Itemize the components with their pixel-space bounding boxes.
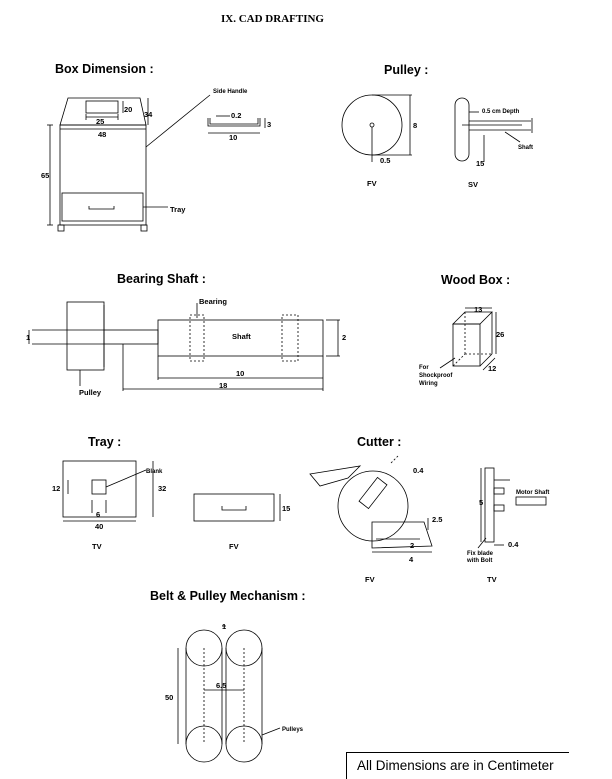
shaft-label: Shaft [232,332,251,341]
pulley-drawing [341,94,533,162]
cutter-dim-25: 2.5 [432,515,442,524]
side-handle-label: Side Handle [213,89,248,95]
cutter-drawing [309,455,547,553]
tray-dim-12: 12 [52,484,60,493]
wood-dim-12: 12 [488,364,496,373]
tray-title: Tray : [88,435,122,449]
pulley-depth-label: 0.5 cm Depth [482,109,520,115]
belt-dim-50: 50 [165,693,173,702]
handle-dim-10: 10 [229,133,237,142]
belt-dim-65: 6.5 [216,681,226,690]
wood-dim-26: 26 [496,330,504,339]
pulley-dim-15: 15 [476,159,484,168]
pulley-shaft-label: Shaft [518,145,533,151]
page-title: IX. CAD DRAFTING [221,13,324,25]
tray-dim-6: 6 [96,510,100,519]
cutter-dim-4: 4 [409,555,414,564]
box-dim-48: 48 [98,130,106,139]
footer-box: All Dimensions are in Centimeter [346,752,569,779]
tray-tv-label: TV [92,542,102,551]
tray-dim-40: 40 [95,522,103,531]
pulley-fv-label: FV [367,179,377,188]
box-dim-20: 20 [124,105,132,114]
bearing-pulley-label: Pulley [79,388,102,397]
fix-blade-label: Fix blade [467,551,494,557]
wood-box-title: Wood Box : [441,273,511,287]
tray-blank-label: Blank [146,469,163,475]
pulley-dim-8: 8 [413,121,417,130]
box-dim-25: 25 [96,117,104,126]
cutter-dim-2: 2 [410,541,414,550]
wood-dim-13: 13 [474,305,482,314]
tray-drawing [62,460,281,522]
bearing-dim-2: 2 [342,333,346,342]
handle-dim-3: 3 [267,120,271,129]
box-dim-34: 34 [144,110,153,119]
cutter-title: Cutter : [357,435,402,449]
belt-pulley-drawing [177,625,281,763]
box-dimension-title: Box Dimension : [55,62,154,76]
cutter-dim-04b: 0.4 [508,540,519,549]
tray-fv-label: FV [229,542,239,551]
bearing-label: Bearing [199,297,227,306]
pulleys-label: Pulleys [282,727,304,733]
tray-label: Tray [170,205,186,214]
pulley-dim-05: 0.5 [380,156,390,165]
footer-note: All Dimensions are in Centimeter [357,758,554,773]
box-dim-65: 65 [41,171,49,180]
bearing-dim-10: 10 [236,369,244,378]
cutter-dim-04: 0.4 [413,466,424,475]
wood-note-2: Shockproof [419,373,453,379]
bearing-shaft-title: Bearing Shaft : [117,272,206,286]
cutter-fv-label: FV [365,575,375,584]
with-bolt-label: with Bolt [466,558,492,564]
handle-dim-02: 0.2 [231,111,241,120]
wood-box-drawing [439,307,497,371]
pulley-title: Pulley : [384,63,429,77]
wood-note-1: For [419,365,429,371]
motor-shaft-label: Motor Shaft [516,490,549,496]
bearing-dim-1: 1 [26,333,30,342]
box-drawing [47,94,266,232]
pulley-sv-label: SV [468,180,478,189]
bearing-shaft-drawing [28,301,340,391]
cutter-tv-label: TV [487,575,497,584]
wood-note-3: Wiring [419,381,438,387]
cutter-dim-5: 5 [479,498,483,507]
tray-dim-32: 32 [158,484,166,493]
belt-pulley-title: Belt & Pulley Mechanism : [150,589,306,603]
bearing-dim-18: 18 [219,381,227,390]
tray-dim-15: 15 [282,504,290,513]
belt-dim-1: 1 [222,622,226,631]
